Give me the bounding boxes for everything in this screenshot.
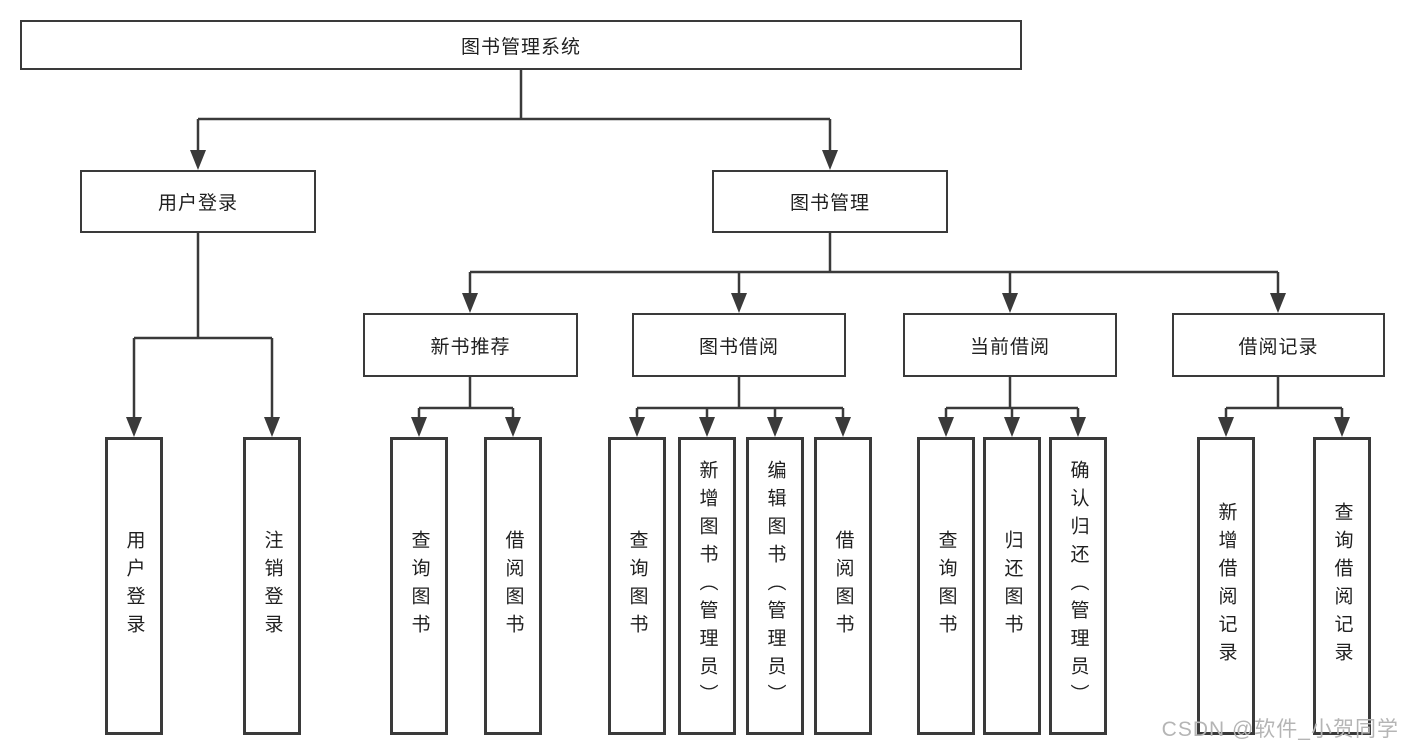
arrow-down-icon [938,417,954,437]
connector-book-borrow-to-leaves [629,377,851,437]
leaf-query-books-current: 查询图书 [917,437,975,735]
node-new-book-recommend: 新书推荐 [363,313,578,377]
arrow-down-icon [731,293,747,313]
arrow-down-icon [699,417,715,437]
arrow-down-icon [505,417,521,437]
arrow-down-icon [190,150,206,170]
arrow-down-icon [1270,293,1286,313]
leaf-return-book: 归还图书 [983,437,1041,735]
leaf-confirm-return-admin: 确认归还（管理员） [1049,437,1107,735]
arrow-down-icon [264,417,280,437]
csdn-watermark: CSDN @软件_小贺同学 [1161,718,1399,741]
node-user-login-branch: 用户登录 [80,170,316,233]
arrow-down-icon [1002,293,1018,313]
leaf-query-borrow-record: 查询借阅记录 [1313,437,1371,735]
arrow-down-icon [835,417,851,437]
node-root: 图书管理系统 [20,20,1022,70]
leaf-edit-book-admin: 编辑图书（管理员） [746,437,804,735]
connector-book-management-to-level3 [462,233,1286,313]
node-book-management-branch: 图书管理 [712,170,948,233]
leaf-add-borrow-record: 新增借阅记录 [1197,437,1255,735]
leaf-borrow-books-recommend: 借阅图书 [484,437,542,735]
arrow-down-icon [629,417,645,437]
leaf-query-books-borrow: 查询图书 [608,437,666,735]
leaf-user-login: 用户登录 [105,437,163,735]
leaf-add-book-admin: 新增图书（管理员） [678,437,736,735]
arrow-down-icon [1218,417,1234,437]
connector-borrow-records-to-leaves [1218,377,1350,437]
connector-user-login-to-leaves [126,233,280,437]
connector-root-to-level2 [190,70,838,170]
arrow-down-icon [126,417,142,437]
arrow-down-icon [1070,417,1086,437]
arrow-down-icon [822,150,838,170]
arrow-down-icon [767,417,783,437]
leaf-query-books-recommend: 查询图书 [390,437,448,735]
connector-current-borrow-to-leaves [938,377,1086,437]
arrow-down-icon [1334,417,1350,437]
node-current-borrow: 当前借阅 [903,313,1117,377]
node-borrow-records: 借阅记录 [1172,313,1385,377]
node-book-borrow: 图书借阅 [632,313,846,377]
leaf-borrow-books: 借阅图书 [814,437,872,735]
arrow-down-icon [411,417,427,437]
arrow-down-icon [462,293,478,313]
connector-new-book-recommend-to-leaves [411,377,521,437]
arrow-down-icon [1004,417,1020,437]
leaf-logout: 注销登录 [243,437,301,735]
